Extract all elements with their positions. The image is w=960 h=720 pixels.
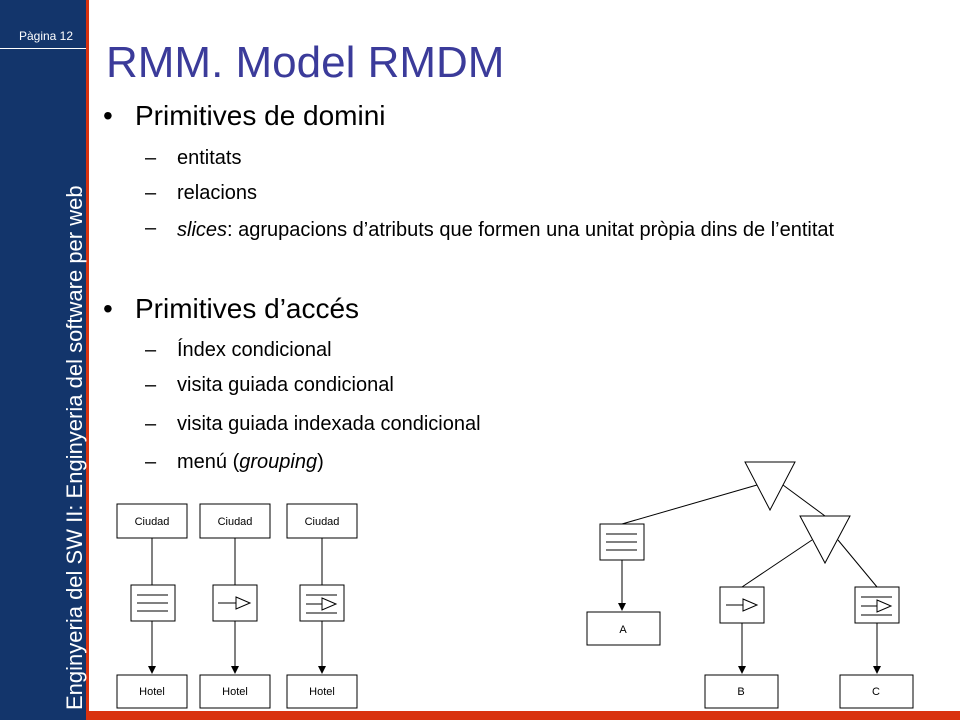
page-number: Pàgina 12 [18, 29, 74, 43]
sub-item-text: visita guiada indexada condicional [177, 413, 481, 435]
dash-mark: – [145, 339, 157, 361]
entity-box-c: C [839, 674, 914, 709]
bullet-label: Primitives de domini [135, 100, 386, 131]
sub-item-text-before: menú ( [177, 451, 240, 473]
bullet-label: Primitives d’accés [135, 293, 360, 324]
dash-mark: – [145, 413, 157, 435]
entity-label: Ciudad [218, 516, 253, 528]
entity-box-ciudad: Ciudad [116, 503, 188, 539]
dash-mark: – [145, 217, 157, 239]
entity-label: Ciudad [305, 516, 340, 528]
sub-item-text: relacions [177, 182, 258, 204]
sidebar [0, 0, 86, 720]
sub-item-text: Índex condicional [177, 339, 332, 361]
sub-item-text: slices: agrupacions d’atributs que forme… [177, 217, 937, 243]
index-icon [599, 523, 645, 561]
dash-mark: – [145, 374, 157, 396]
sub-item-text: visita guiada condicional [177, 374, 394, 396]
page-divider [0, 48, 86, 49]
entity-box-hotel: Hotel [116, 674, 188, 709]
entity-box-hotel: Hotel [286, 674, 358, 709]
menu-triangle-icon [744, 461, 796, 512]
sub-item-text-after: ) [317, 451, 324, 473]
sub-item-text: entitats [177, 147, 242, 169]
guided-tour-icon [719, 586, 765, 624]
entity-label: Hotel [309, 686, 335, 698]
dash-mark: – [145, 147, 157, 169]
dash-mark: – [145, 182, 157, 204]
guided-tour-icon [212, 584, 258, 622]
slide-title: RMM. Model RMDM [106, 38, 505, 87]
entity-box-b: B [704, 674, 779, 709]
sub-item-description: : agrupacions d’atributs que formen una … [227, 219, 835, 241]
entity-label: B [737, 686, 744, 698]
entity-label: Hotel [222, 686, 248, 698]
entity-label: A [619, 624, 627, 636]
dash-mark: – [145, 451, 157, 473]
entity-label: Ciudad [135, 516, 170, 528]
bullet-mark: • [103, 100, 113, 131]
right-diagram: A B C [586, 461, 914, 709]
indexed-guided-tour-icon [299, 584, 345, 622]
italic-term: slices [177, 219, 228, 241]
sub-item-text: menú (grouping) [177, 451, 324, 474]
bottom-accent-bar [89, 711, 960, 720]
entity-box-ciudad: Ciudad [199, 503, 271, 539]
entity-label: Hotel [139, 686, 165, 698]
entity-box-ciudad: Ciudad [286, 503, 358, 539]
entity-box-hotel: Hotel [199, 674, 271, 709]
bullet-mark: • [103, 293, 113, 324]
menu-triangle-icon [799, 515, 851, 565]
entity-box-a: A [586, 611, 661, 646]
sidebar-accent-stripe [86, 0, 89, 720]
italic-term: grouping [239, 451, 318, 473]
left-diagram: Ciudad Hotel Ciudad Hotel [116, 503, 358, 709]
index-icon [130, 584, 176, 622]
indexed-guided-tour-icon [854, 586, 900, 624]
entity-label: C [872, 686, 880, 698]
